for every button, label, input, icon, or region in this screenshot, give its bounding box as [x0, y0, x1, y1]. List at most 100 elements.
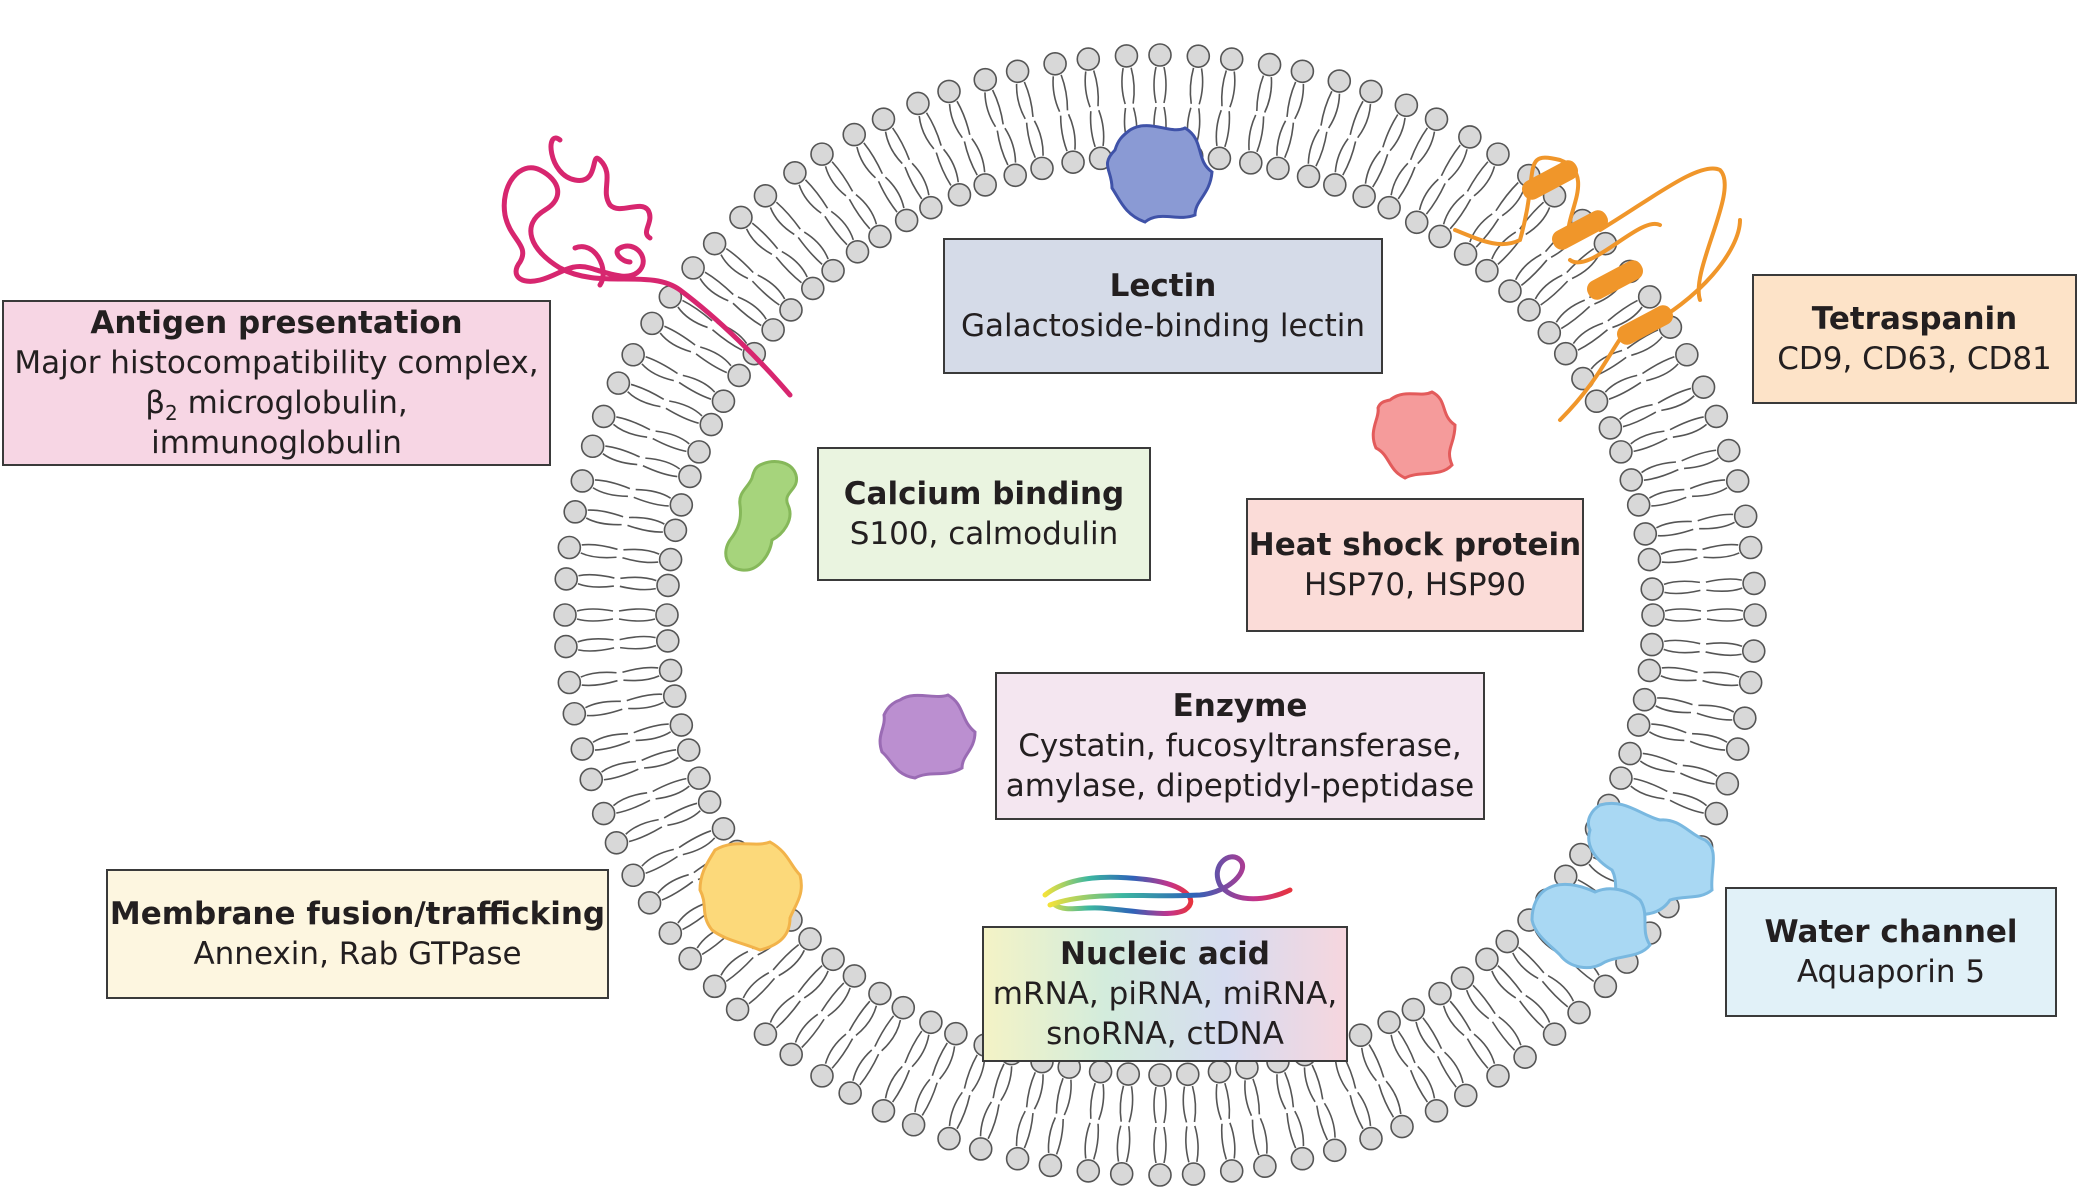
- lipid-tail: [1276, 1074, 1287, 1110]
- heat-shock-box: Heat shock protein HSP70, HSP90: [1246, 498, 1584, 632]
- lipid-head: [1453, 1083, 1478, 1108]
- lipid-tail: [1547, 974, 1575, 1002]
- lipid-tail: [627, 524, 663, 533]
- lipid-tail: [1651, 723, 1687, 734]
- lipid-tail: [1389, 117, 1406, 152]
- lipid-head: [563, 500, 587, 524]
- lipid-head: [1542, 1022, 1567, 1046]
- lipid-head: [557, 670, 582, 695]
- lipid-head: [1618, 741, 1642, 766]
- lipid-tail: [1540, 280, 1569, 306]
- lipid-tail: [1541, 980, 1569, 1008]
- lipid-head: [1498, 279, 1522, 303]
- lipid-tail: [1702, 679, 1739, 687]
- lipid-tail: [580, 671, 617, 678]
- lipid-head: [1266, 156, 1290, 181]
- lipid-tail: [778, 949, 806, 977]
- lipid-tail: [1251, 1119, 1260, 1156]
- lipid-tail: [1185, 1126, 1190, 1163]
- lipid-head: [1738, 535, 1763, 560]
- lipid-tail: [855, 1005, 878, 1036]
- lipid-tail: [948, 1091, 963, 1127]
- lipid-tail: [1220, 1123, 1228, 1160]
- lipid-tail: [720, 254, 749, 280]
- water-channel-line1: Aquaporin 5: [1796, 954, 1986, 990]
- lipid-head: [845, 239, 870, 264]
- lipid-tail: [1385, 1080, 1402, 1115]
- lipid-head: [1175, 1062, 1200, 1087]
- lipid-tail: [1224, 1082, 1231, 1119]
- lipid-tail: [1368, 1044, 1385, 1078]
- lipid-head: [1003, 163, 1028, 188]
- lipid-head: [1352, 184, 1376, 209]
- lipid-head: [937, 1126, 961, 1151]
- lipid-head: [973, 173, 997, 197]
- lipid-tail: [1475, 218, 1500, 248]
- lipid-tail: [641, 848, 674, 867]
- lipid-tail: [911, 1034, 930, 1068]
- lipid-tail: [797, 965, 823, 994]
- lipid-tail: [1307, 128, 1320, 164]
- lipid-tail: [1163, 1086, 1167, 1124]
- lipid-head: [1453, 242, 1478, 266]
- lipid-tail: [1191, 1085, 1197, 1123]
- lipid-head: [1704, 801, 1729, 826]
- enzyme-box: Enzyme Cystatin, fucosyltransferase, amy…: [995, 672, 1485, 820]
- lipid-tail: [1357, 103, 1372, 139]
- annexin-protein-icon: [698, 840, 803, 952]
- lipid-tail: [1498, 1016, 1522, 1046]
- lipid-tail: [667, 810, 701, 827]
- lipid-head: [1567, 1000, 1591, 1025]
- lipid-tail: [1447, 149, 1468, 181]
- lipid-head: [729, 205, 753, 230]
- lipid-tail: [628, 701, 664, 710]
- lipid-head: [821, 258, 845, 283]
- lipid-tail: [1661, 395, 1695, 412]
- lipid-tail: [594, 740, 631, 751]
- lipid-tail: [581, 543, 618, 551]
- lipid-tail: [725, 956, 754, 983]
- lipid-tail: [1661, 556, 1698, 564]
- lipid-tail: [619, 635, 656, 641]
- lipid-tail: [1664, 608, 1702, 612]
- lipid-tail: [971, 138, 986, 173]
- lipid-tail: [1128, 1086, 1134, 1123]
- lipid-head: [621, 342, 645, 367]
- lipid-tail: [720, 950, 749, 976]
- lipid-tail: [1664, 639, 1701, 645]
- lipid-tail: [1397, 166, 1416, 200]
- nucleic-acid-title: Nucleic acid: [1060, 936, 1270, 972]
- lipid-tail: [1655, 705, 1692, 714]
- lipid-tail: [831, 161, 854, 192]
- lipid-head: [1632, 687, 1657, 712]
- lipid-tail: [863, 142, 884, 175]
- lipid-head: [557, 535, 582, 560]
- lipid-tail: [794, 1013, 819, 1043]
- lipid-tail: [1672, 423, 1708, 438]
- lipid-tail: [623, 675, 660, 682]
- lipid-tail: [1092, 1123, 1100, 1160]
- lectin-protein-icon: [1105, 124, 1214, 224]
- lipid-tail: [1566, 247, 1595, 274]
- enzyme-title: Enzyme: [1172, 688, 1308, 724]
- lipid-head: [1458, 125, 1482, 149]
- lipid-tail: [678, 381, 712, 400]
- lipid-tail: [852, 1049, 873, 1081]
- lipid-head: [1640, 577, 1665, 601]
- lipid-tail: [678, 830, 712, 849]
- lipid-tail: [1442, 1005, 1465, 1036]
- lipid-head: [919, 195, 943, 220]
- lipid-tail: [655, 430, 690, 445]
- lipid-head: [658, 547, 683, 572]
- lipid-tail: [798, 184, 822, 214]
- lipid-tail: [1473, 1033, 1496, 1064]
- lipid-tail: [1284, 122, 1295, 158]
- lipid-tail: [1215, 109, 1222, 147]
- lipid-tail: [1098, 109, 1105, 147]
- lipid-head: [604, 830, 629, 855]
- lipid-head: [937, 79, 961, 104]
- lipid-head: [1377, 195, 1401, 220]
- lipid-head: [1239, 151, 1263, 175]
- lipid-tail: [1286, 1113, 1297, 1149]
- lipid-head: [842, 964, 867, 988]
